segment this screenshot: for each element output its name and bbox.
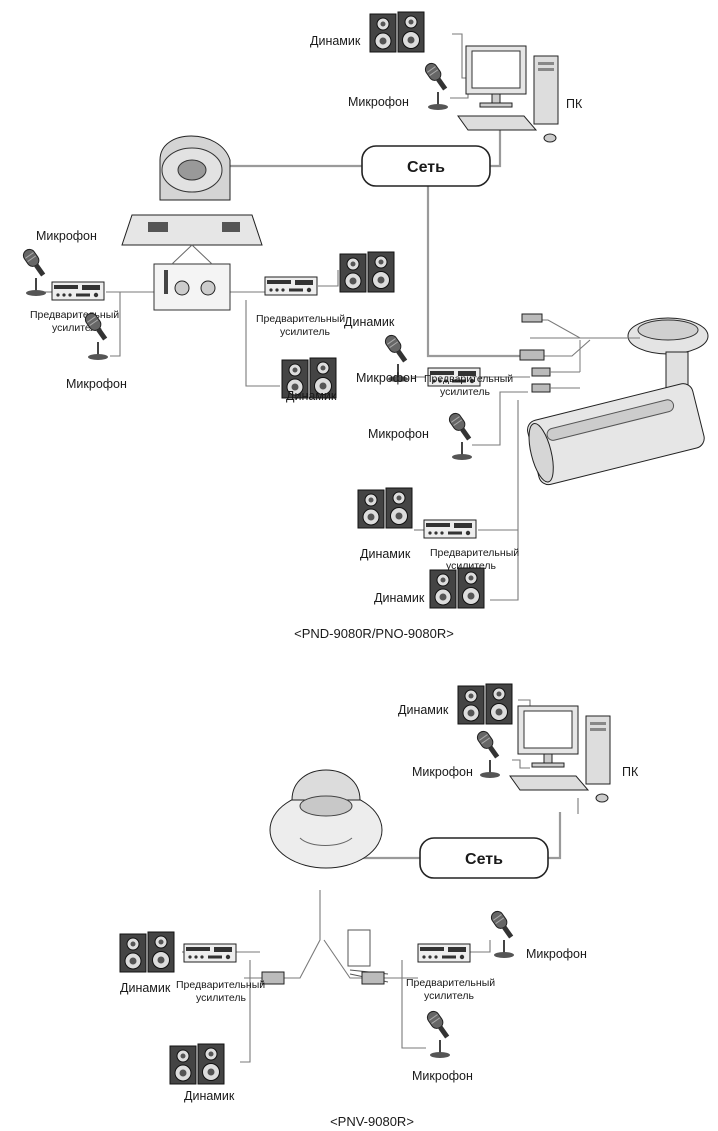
preamp-label: усилитель	[196, 992, 247, 1004]
camera-cable-harness	[520, 314, 640, 392]
microphone-icon	[425, 1009, 452, 1058]
microphone-icon	[447, 411, 474, 460]
pc-label: ПК	[566, 97, 583, 111]
preamp-label: Предварительный	[176, 979, 265, 991]
pc-icon	[458, 46, 558, 142]
speaker-icon	[170, 1044, 224, 1084]
speaker-label: Динамик	[120, 981, 171, 995]
microphone-icon	[475, 729, 502, 778]
preamp-icon	[424, 520, 476, 538]
preamp-label: Предварительный	[430, 547, 519, 559]
preamp-label: усилитель	[440, 386, 491, 398]
speaker-icon	[458, 684, 512, 724]
microphone-label: Микрофон	[348, 95, 409, 109]
speaker-icon	[370, 12, 424, 52]
model-caption-bottom: <PNV-9080R>	[330, 1114, 414, 1129]
preamp-label: усилитель	[424, 990, 475, 1002]
microphone-icon	[423, 61, 450, 110]
network-label: Сеть	[407, 159, 445, 176]
speaker-label: Динамик	[286, 389, 337, 403]
speaker-label: Динамик	[398, 703, 449, 717]
speaker-icon	[430, 568, 484, 608]
audio-connector-panel	[154, 245, 230, 310]
microphone-icon	[21, 247, 48, 296]
preamp-label: Предварительный	[424, 373, 513, 385]
speaker-label: Динамик	[374, 591, 425, 605]
microphone-label: Микрофон	[526, 947, 587, 961]
microphone-label: Микрофон	[66, 377, 127, 391]
microphone-label: Микрофон	[412, 1069, 473, 1083]
microphone-label: Микрофон	[356, 371, 417, 385]
preamp-icon	[418, 944, 470, 962]
preamp-icon	[184, 944, 236, 962]
pc-label: ПК	[622, 765, 639, 779]
preamp-label: Предварительный	[406, 977, 495, 989]
speaker-label: Динамик	[310, 34, 361, 48]
network-label: Сеть	[465, 851, 503, 868]
preamp-label: усилитель	[280, 326, 331, 338]
microphone-label: Микрофон	[368, 427, 429, 441]
microphone-label: Микрофон	[412, 765, 473, 779]
speaker-label: Динамик	[184, 1089, 235, 1103]
pc-icon	[510, 706, 610, 802]
model-caption-top: <PND-9080R/PNO-9080R>	[294, 626, 454, 641]
preamp-label: Предварительный	[30, 309, 119, 321]
preamp-icon	[52, 282, 104, 300]
vandal-dome-camera-icon	[270, 770, 382, 868]
speaker-icon	[340, 252, 394, 292]
speaker-label: Динамик	[344, 315, 395, 329]
microphone-label: Микрофон	[36, 229, 97, 243]
speaker-icon	[120, 932, 174, 972]
dome-camera-icon	[122, 136, 262, 245]
speaker-label: Динамик	[360, 547, 411, 561]
audio-cable-splitter	[262, 930, 388, 984]
preamp-label: Предварительный	[256, 313, 345, 325]
bullet-camera-icon	[523, 318, 708, 487]
speaker-icon	[358, 488, 412, 528]
preamp-icon	[265, 277, 317, 295]
microphone-icon	[489, 909, 516, 958]
